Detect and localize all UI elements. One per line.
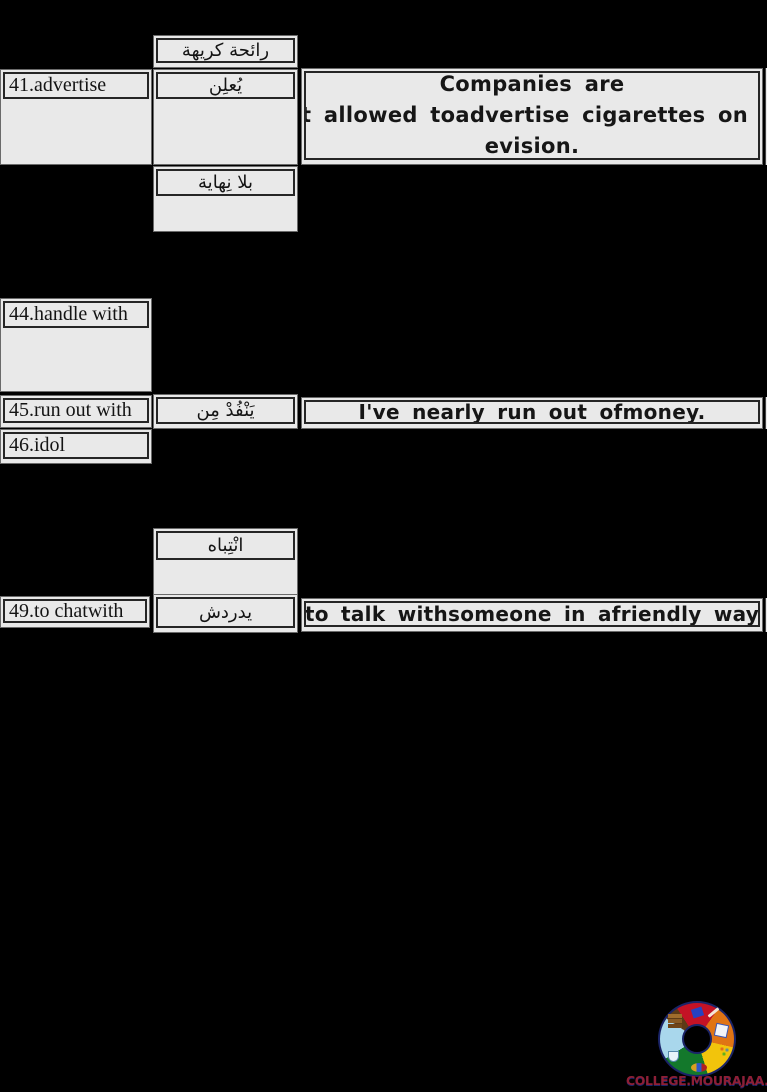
notebook-icon	[714, 1023, 729, 1038]
endless-arabic-text: بلا نِهاية	[156, 169, 295, 196]
cell-advertise-term: 41.advertise	[0, 69, 152, 165]
smell-arabic-text: رائحة كريهة	[156, 38, 295, 63]
cut-off-cell-edge	[765, 397, 767, 429]
runout-sentence-text: I've nearly run out ofmoney.	[304, 400, 760, 424]
idol-term-text: 46.idol	[3, 432, 149, 459]
pencil-icon	[707, 1007, 720, 1018]
chat-term-text: 49.to chatwith	[3, 599, 147, 623]
advertise-term-text: 41.advertise	[3, 72, 149, 99]
chemistry-flask-icon	[669, 1052, 678, 1061]
runout-term-text: 45.run out with	[3, 398, 149, 423]
advertise-sentence-line3: evision.	[484, 134, 580, 158]
cell-runout-term: 45.run out with	[0, 395, 152, 428]
college-mourajaa-logo-icon	[658, 1001, 736, 1077]
graduation-cap-icon	[690, 1006, 705, 1019]
cell-runout-sentence: I've nearly run out ofmoney.	[301, 397, 763, 429]
cut-off-cell-edge	[765, 68, 767, 165]
cell-idol-term: 46.idol	[0, 429, 152, 464]
advertise-arabic-text: يُعلِن	[156, 72, 295, 99]
logo-center-hole	[682, 1024, 712, 1054]
logo-text: COLLEGE.MOURAJAA.COM	[626, 1073, 767, 1088]
advertise-sentence-text: Companies are not allowed toadvertise ci…	[304, 71, 760, 160]
runout-arabic-text: يَنْفُدْ مِن	[156, 397, 295, 424]
cell-endless-arabic: بلا نِهاية	[153, 166, 298, 232]
cell-runout-arabic: يَنْفُدْ مِن	[153, 394, 298, 429]
advertise-sentence-line1: Companies are	[439, 72, 625, 96]
chat-sentence-text: to talk withsomeone in afriendly way	[304, 601, 760, 627]
cut-off-cell-edge	[765, 598, 767, 632]
cell-chat-term: 49.to chatwith	[0, 596, 150, 628]
cell-attention-arabic: انْتِباه	[153, 528, 298, 595]
cell-handle-term: 44.handle with	[0, 298, 152, 392]
world-map-icon	[691, 1063, 707, 1072]
chat-arabic-text: يدردش	[156, 597, 295, 628]
cell-advertise-sentence: Companies are not allowed toadvertise ci…	[301, 68, 763, 165]
advertise-sentence-line2: not allowed toadvertise cigarettes on te…	[306, 103, 758, 127]
confetti-icon	[720, 1047, 729, 1056]
handle-term-text: 44.handle with	[3, 301, 149, 328]
cell-advertise-arabic: يُعلِن	[153, 69, 298, 165]
cell-smell-arabic: رائحة كريهة	[153, 35, 298, 68]
cell-chat-sentence: to talk withsomeone in afriendly way	[301, 598, 763, 632]
books-icon	[668, 1019, 682, 1023]
attention-arabic-text: انْتِباه	[156, 531, 295, 560]
cell-chat-arabic: يدردش	[153, 594, 298, 633]
